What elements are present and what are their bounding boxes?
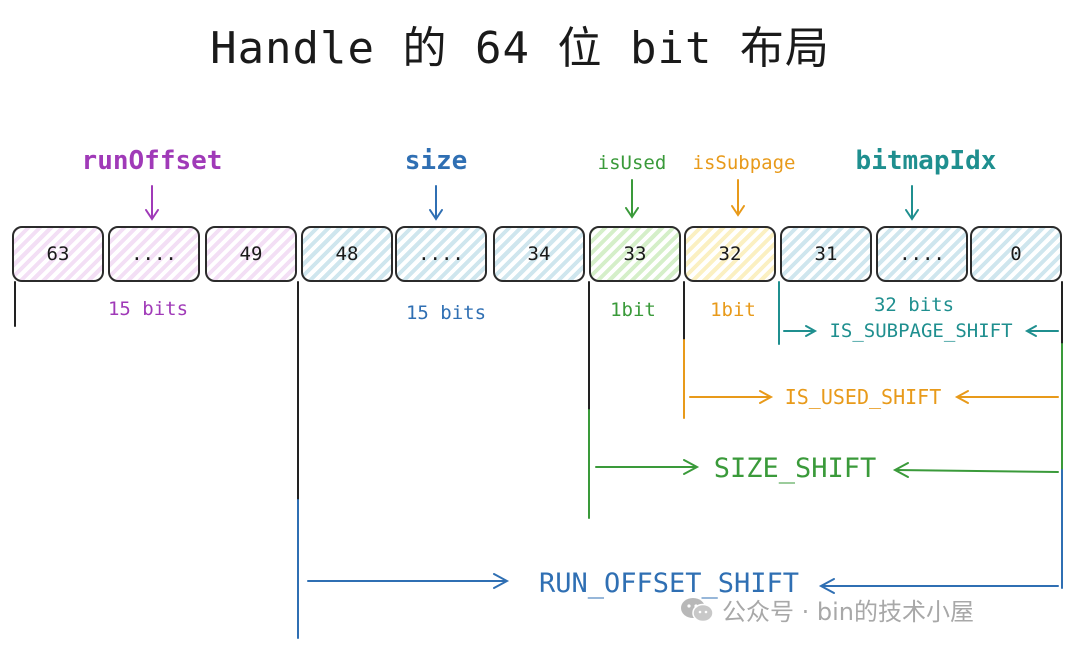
bitmapidx-bits-label: 32 bits	[873, 294, 955, 316]
watermark-text: 公众号 · bin的技术小屋	[722, 598, 974, 626]
is-used-shift-label: IS_USED_SHIFT	[784, 385, 942, 409]
bit-cell-ellipsis-runoffset: ....	[108, 226, 200, 282]
size-shift-label: SIZE_SHIFT	[713, 453, 877, 484]
isused-label: isUsed	[597, 152, 667, 174]
runoffset-bits-label: 15 bits	[107, 298, 189, 320]
bit-cell-63: 63	[12, 226, 104, 282]
bit-cell-0: 0	[970, 226, 1062, 282]
bitmapidx-pointer-arrow	[905, 185, 919, 221]
runoffset-label: runOffset	[81, 146, 223, 176]
size-pointer-arrow	[429, 185, 443, 221]
watermark: 公众号 · bin的技术小屋	[680, 592, 974, 627]
is-subpage-shift-arrows	[783, 325, 1059, 337]
issubpage-bits-label: 1bit	[710, 299, 756, 321]
bit-cell-32: 32	[684, 226, 776, 282]
bit-cell-34: 34	[493, 226, 585, 282]
bitmapidx-label: bitmapIdx	[855, 146, 997, 176]
wechat-icon	[681, 597, 714, 622]
size-bits-label: 15 bits	[405, 302, 487, 324]
run-offset-shift-label: RUN_OFFSET_SHIFT	[538, 568, 800, 599]
bit-cell-48: 48	[301, 226, 393, 282]
issubpage-pointer-arrow	[731, 179, 745, 217]
size-shift-arrows	[595, 459, 1059, 478]
isused-pointer-arrow	[625, 179, 639, 219]
isused-bits-label: 1bit	[610, 299, 656, 321]
diagram-title: Handle 的 64 位 bit 布局	[210, 23, 830, 74]
size-label: size	[404, 146, 468, 176]
run-offset-shift-arrows	[307, 573, 1059, 594]
bit-cell-31: 31	[780, 226, 872, 282]
is-used-shift-arrows	[689, 390, 1059, 404]
bit-cell-ellipsis-size: ....	[395, 226, 487, 282]
bit-cell-49: 49	[205, 226, 297, 282]
runoffset-pointer-arrow	[145, 185, 159, 221]
issubpage-label: isSubpage	[692, 152, 796, 174]
is-subpage-shift-label: IS_SUBPAGE_SHIFT	[829, 320, 1013, 342]
bit-cell-ellipsis-bitmapidx: ....	[876, 226, 968, 282]
bit-cell-33: 33	[589, 226, 681, 282]
